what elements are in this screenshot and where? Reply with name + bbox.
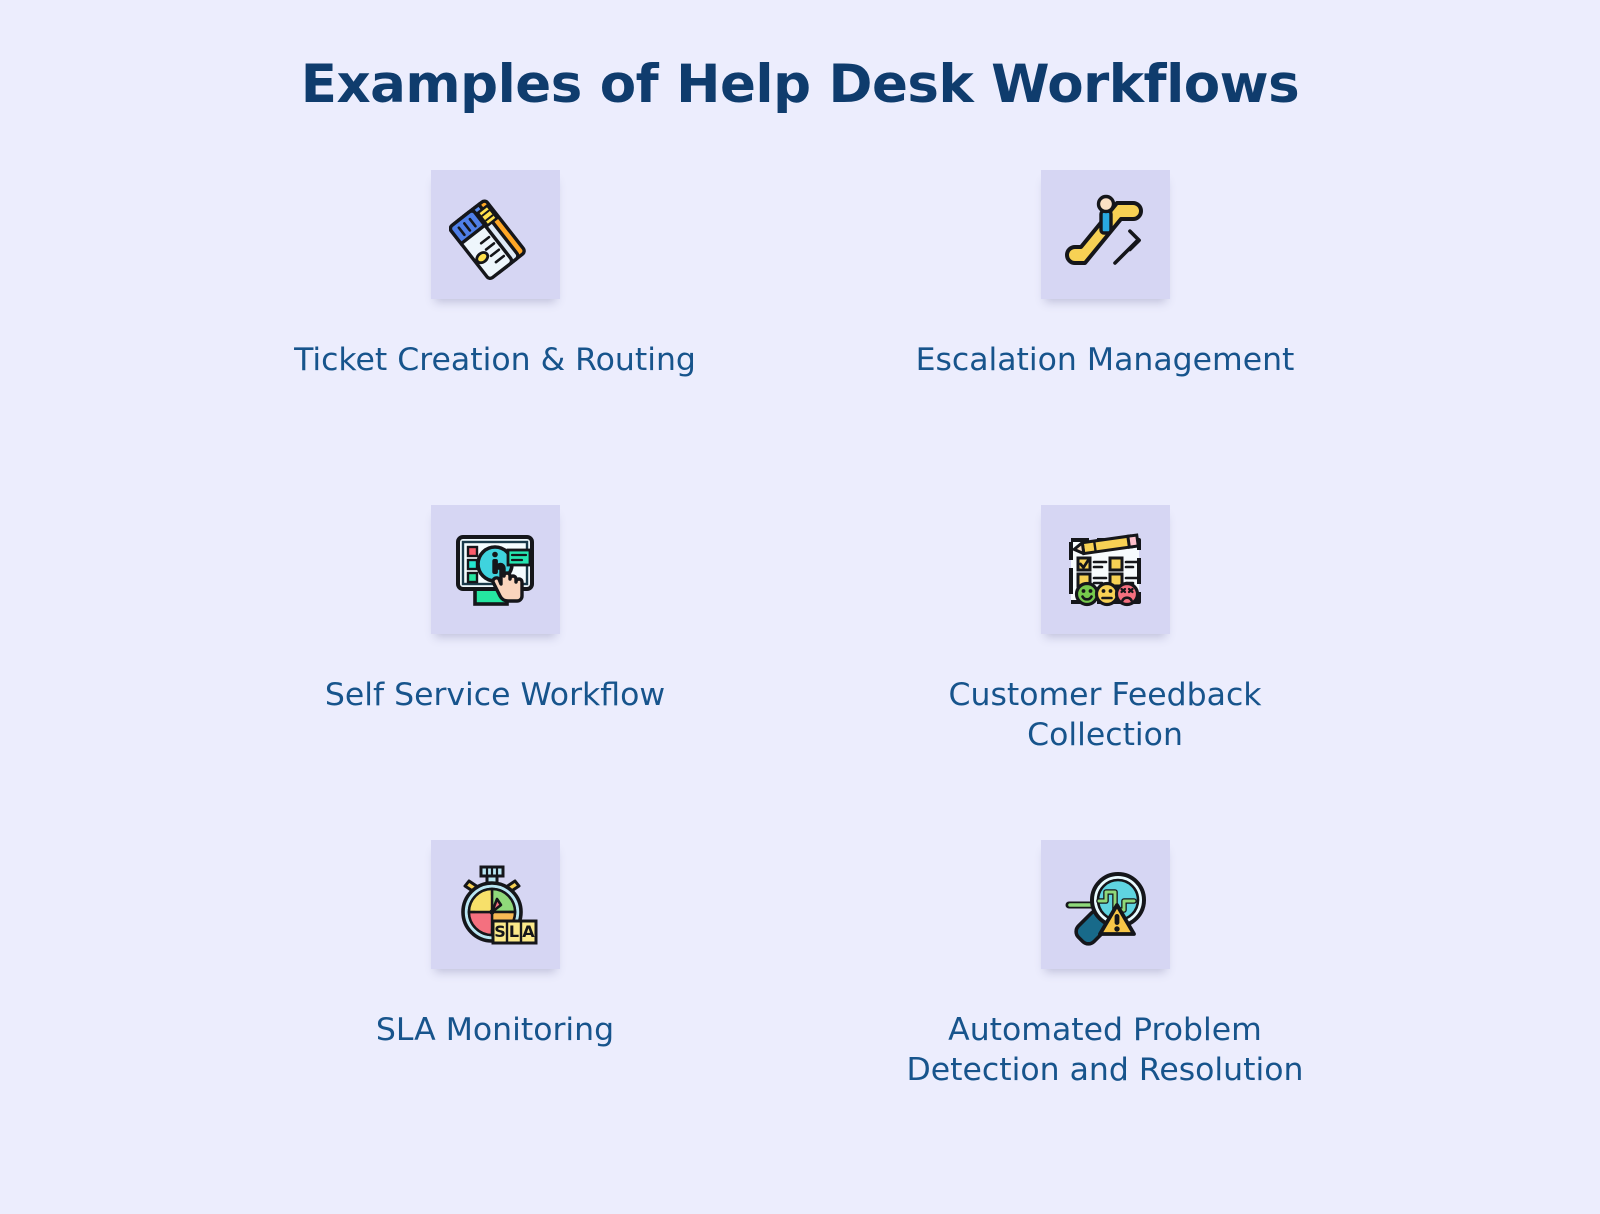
tickets-icon bbox=[449, 199, 526, 280]
workflow-label: Self Service Workflow bbox=[324, 677, 666, 713]
workflow-item-automated-problem-detection[interactable]: Automated Problem Detection and Resoluti… bbox=[800, 840, 1410, 1175]
workflow-label: Ticket Creation & Routing bbox=[294, 342, 696, 378]
workflow-icon-tile bbox=[430, 505, 560, 634]
workflow-item-escalation-management[interactable]: Escalation Management bbox=[800, 170, 1410, 505]
escalator-up-icon bbox=[1065, 194, 1143, 265]
workflow-icon-tile bbox=[430, 170, 560, 299]
feedback-survey-icon bbox=[1069, 532, 1141, 606]
self-service-kiosk-icon bbox=[456, 534, 534, 606]
workflow-item-ticket-creation-routing[interactable]: Ticket Creation & Routing bbox=[190, 170, 800, 505]
magnifier-warning-icon bbox=[1065, 871, 1146, 946]
workflow-item-self-service-workflow[interactable]: Self Service Workflow bbox=[190, 505, 800, 840]
page-title: Examples of Help Desk Workflows bbox=[300, 54, 1300, 115]
workflow-item-sla-monitoring[interactable]: S L A SLA Monitoring bbox=[190, 840, 800, 1175]
workflow-icon-tile bbox=[1040, 505, 1170, 634]
sla-stopwatch-icon: S L A bbox=[461, 865, 538, 944]
workflow-grid: Ticket Creation & Routing Escalation Man… bbox=[190, 170, 1410, 1175]
workflow-label: SLA Monitoring bbox=[375, 1012, 615, 1048]
workflow-label: Customer Feedback Collection bbox=[948, 677, 1262, 753]
svg-text:A: A bbox=[522, 922, 535, 941]
svg-text:L: L bbox=[509, 922, 519, 941]
workflow-icon-tile bbox=[1040, 840, 1170, 969]
workflow-icon-tile: S L A bbox=[430, 840, 560, 969]
workflow-icon-tile bbox=[1040, 170, 1170, 299]
workflow-label: Escalation Management bbox=[915, 342, 1295, 378]
workflow-label: Automated Problem Detection and Resoluti… bbox=[906, 1012, 1304, 1088]
svg-text:S: S bbox=[494, 922, 506, 941]
workflow-item-customer-feedback-collection[interactable]: Customer Feedback Collection bbox=[800, 505, 1410, 840]
